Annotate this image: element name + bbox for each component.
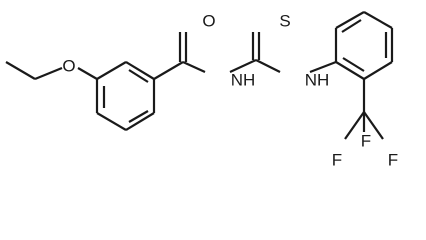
bond-ring1-carbonyl [153, 61, 184, 80]
bond-ethyl-ch3-ch2 [5, 61, 36, 80]
molecule-diagram: O O S NH NH F F F [5, 11, 398, 170]
atom-o-ether: O [62, 57, 75, 76]
bond-carbonyl-nh [182, 60, 206, 74]
bond-nh-thiocarbon [229, 59, 257, 73]
structure-svg: O O S NH NH F F F [5, 11, 398, 170]
benzoyl-ring [95, 61, 156, 131]
atom-f-top: F [361, 132, 371, 151]
atom-s-thione: S [279, 12, 290, 31]
bond-cf3-f-right [363, 111, 384, 140]
bond-o-ring1 [77, 67, 98, 80]
atom-o-carbonyl: O [202, 12, 215, 31]
aryl-ring [334, 11, 394, 80]
atom-nh-aryl: NH [305, 71, 330, 90]
bond-thiocarbon-nh [255, 59, 281, 73]
bond-ethyl-ch2-o [34, 66, 63, 81]
atom-f-right: F [388, 151, 398, 170]
atom-f-left: F [332, 151, 342, 170]
bond-nh-ring2 [309, 60, 337, 74]
atom-nh-amide: NH [231, 71, 256, 90]
bond-cf3-f-left [344, 111, 365, 140]
